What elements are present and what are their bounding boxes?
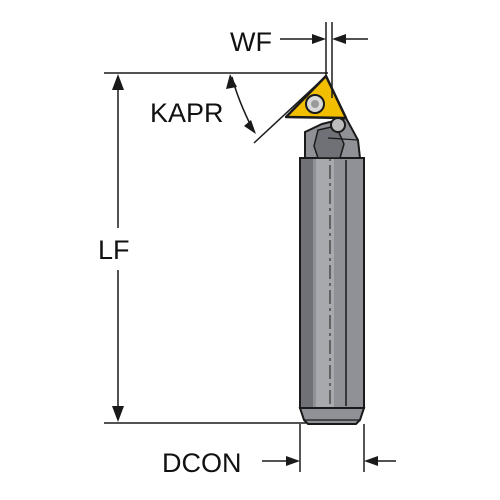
shank-highlight xyxy=(316,159,334,407)
lf-arrow-top-icon xyxy=(112,74,124,90)
dimension-lf: LF xyxy=(98,72,328,424)
tool-shank xyxy=(298,116,366,425)
wf-label: WF xyxy=(230,27,272,57)
shank-end xyxy=(298,407,366,425)
kapr-label: KAPR xyxy=(150,98,224,128)
cutting-insert xyxy=(284,74,348,133)
insert-hole-inner xyxy=(311,100,319,108)
lf-label: LF xyxy=(98,235,130,265)
lf-arrow-bottom-icon xyxy=(112,406,124,422)
kapr-arrow-bottom-icon xyxy=(244,120,256,134)
dcon-arrow-left-icon xyxy=(286,456,300,466)
dcon-label: DCON xyxy=(162,448,242,478)
wf-arrow-left-icon xyxy=(312,34,326,44)
neck-pocket xyxy=(313,125,345,159)
dimension-dcon: DCON xyxy=(162,424,396,478)
dimension-kapr: KAPR xyxy=(150,74,327,144)
neck-line xyxy=(327,137,359,141)
kapr-ref-line xyxy=(253,75,327,144)
clamp-screw-icon xyxy=(330,117,346,133)
shank-shade-left xyxy=(301,159,313,407)
dimension-wf: WF xyxy=(230,22,368,98)
dcon-arrow-right-icon xyxy=(364,456,378,466)
kapr-arrow-top-icon xyxy=(226,74,237,89)
wf-arrow-right-icon xyxy=(332,34,346,44)
